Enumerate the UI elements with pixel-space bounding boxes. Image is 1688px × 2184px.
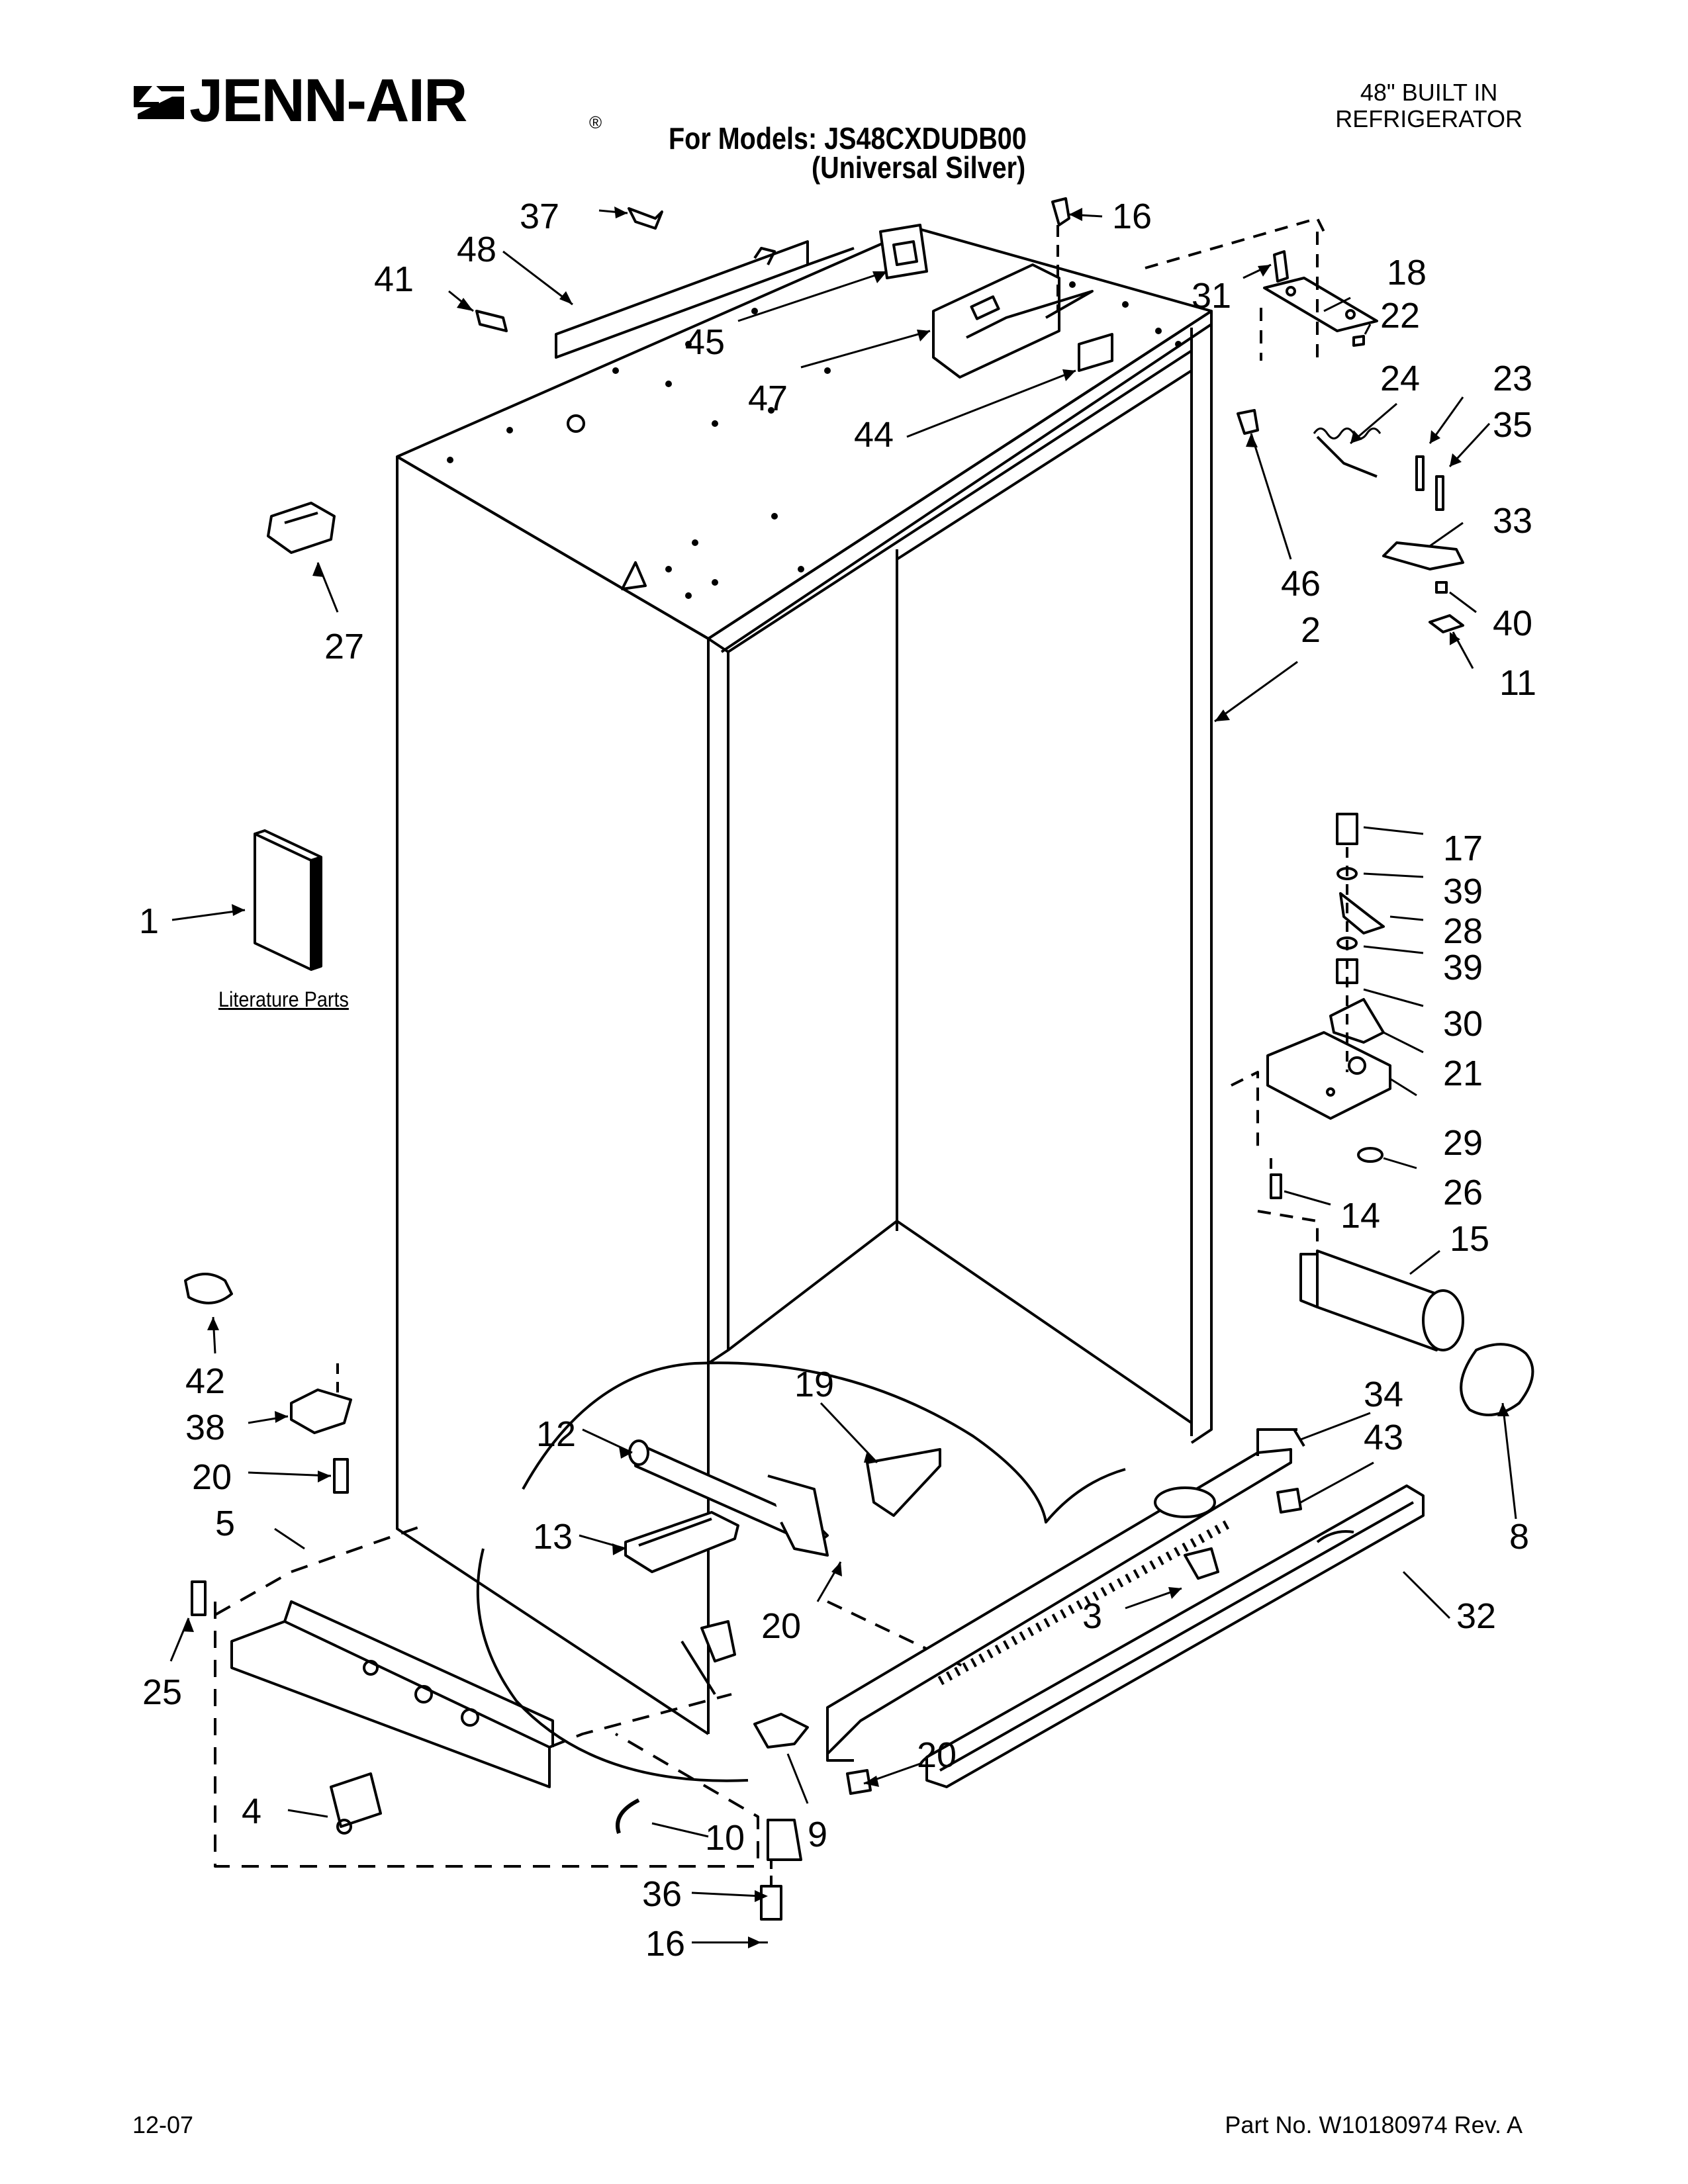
callout-24: 24 [1380,359,1420,398]
product-line-2: REFRIGERATOR [1335,105,1523,132]
callout-32: 32 [1456,1596,1496,1636]
toe-grille [826,1428,1305,1762]
upper-hinge-group [1145,217,1464,633]
base-frame-assembly [214,1524,759,1868]
arrow-heads [183,206,1509,1948]
callout-25: 25 [142,1672,182,1712]
callout-48: 48 [457,230,496,269]
callout-36: 36 [642,1874,682,1914]
bottom-fasteners [753,1713,872,1921]
callout-4: 4 [242,1792,261,1831]
callout-16b: 16 [645,1924,685,1964]
callout-20: 20 [192,1457,232,1497]
brand-name: JENN-AIR [189,67,467,134]
callout-1: 1 [139,901,159,941]
callout-22: 22 [1380,296,1420,336]
callout-27: 27 [324,627,364,666]
lower-hinge-stack [1231,813,1391,1199]
product-line-1: 48" BUILT IN [1360,79,1498,106]
callout-46: 46 [1281,564,1321,604]
water-filter [1257,1210,1534,1416]
callout-21: 21 [1443,1054,1483,1093]
callout-19: 19 [794,1365,834,1404]
rear-top-panel [555,240,855,359]
callout-29: 29 [1443,1123,1483,1163]
brand-mark-icon [134,86,184,119]
callout-9: 9 [808,1815,827,1854]
callout-40: 40 [1493,604,1532,643]
revision-date: 12-07 [132,2111,194,2138]
callout-39b: 39 [1443,948,1483,987]
callout-30: 30 [1443,1004,1483,1044]
callout-14: 14 [1340,1196,1380,1236]
model-color: (Universal Silver) [812,150,1026,185]
leader-arrows [169,209,1517,1944]
callout-16: 16 [1112,197,1152,236]
callout-20c: 20 [917,1735,957,1775]
callout-28: 28 [1443,911,1483,951]
literature-book [254,829,322,971]
callout-11: 11 [1499,663,1536,703]
callout-33: 33 [1493,501,1532,541]
callout-13: 13 [533,1517,573,1557]
callout-12: 12 [536,1414,576,1454]
top-brackets [879,224,1113,379]
callout-45: 45 [685,322,725,362]
callout-38: 38 [185,1408,225,1447]
callout-5: 5 [215,1504,235,1543]
trademark-symbol: ® [589,113,602,132]
callout-8: 8 [1509,1517,1529,1557]
jenn-air-logo: JENN-AIR ® [132,66,602,139]
callout-2: 2 [1301,610,1321,650]
product-description: 48" BUILT IN REFRIGERATOR [1335,79,1523,132]
top-screws [475,197,1259,435]
callout-42: 42 [185,1361,225,1401]
literature-parts-label: Literature Parts [218,987,349,1011]
callout-labels: 37 48 41 16 45 47 44 31 18 22 24 23 35 3… [139,197,1536,1964]
callout-44: 44 [854,415,894,455]
callout-43: 43 [1364,1418,1403,1457]
callout-35: 35 [1493,405,1532,445]
callout-26: 26 [1443,1173,1483,1212]
callout-31: 31 [1192,276,1231,316]
callout-23: 23 [1493,359,1532,398]
drain-assembly [476,1361,1126,1782]
callout-37: 37 [520,197,559,236]
callout-18: 18 [1387,253,1427,293]
callout-47: 47 [748,379,788,418]
callout-20b: 20 [761,1606,801,1646]
callout-17: 17 [1443,829,1483,868]
kick-plate [925,1484,1425,1788]
callout-3: 3 [1082,1596,1102,1636]
callout-41: 41 [374,259,414,299]
callout-10: 10 [705,1818,745,1858]
top-panel-holes [447,281,1182,599]
left-fasteners [184,1273,352,1616]
part-number: Part No. W10180974 Rev. A [1225,2111,1523,2138]
callout-15: 15 [1450,1219,1489,1259]
model-title: For Models: JS48CXDUDB00 [669,121,1027,156]
callout-39: 39 [1443,872,1483,911]
callout-34: 34 [1364,1375,1403,1414]
clip-part [267,502,336,554]
